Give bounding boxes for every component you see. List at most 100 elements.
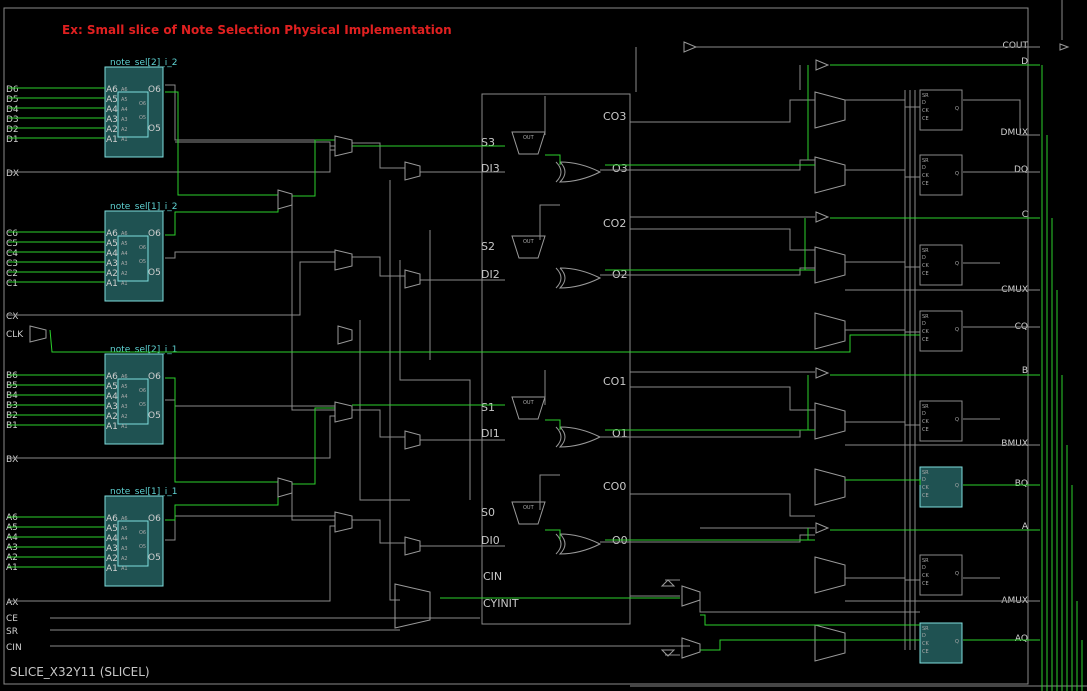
- port-b6[interactable]: B6: [6, 371, 18, 381]
- port-a[interactable]: A: [1022, 522, 1029, 532]
- output-mux[interactable]: [814, 156, 846, 194]
- flip-flop[interactable]: [919, 400, 963, 442]
- ff-pin-ck: CK: [922, 329, 929, 335]
- flip-flop[interactable]: [919, 89, 963, 131]
- flip-flop[interactable]: [919, 154, 963, 196]
- f7-mux-top[interactable]: [277, 189, 293, 210]
- b-buffer[interactable]: [815, 367, 830, 379]
- carry4-block[interactable]: [481, 93, 631, 625]
- port-d[interactable]: D: [1021, 57, 1028, 67]
- port-b3[interactable]: B3: [6, 401, 18, 411]
- port-dq[interactable]: DQ: [1014, 165, 1028, 175]
- flip-flop[interactable]: [919, 244, 963, 286]
- port-c1[interactable]: C1: [6, 279, 18, 289]
- port-ax[interactable]: AX: [6, 598, 18, 608]
- lut-output-o5: O5: [148, 124, 161, 134]
- carry-xor[interactable]: [558, 161, 602, 183]
- port-b4[interactable]: B4: [6, 391, 18, 401]
- c-buffer[interactable]: [815, 211, 830, 223]
- port-d5[interactable]: D5: [6, 95, 19, 105]
- d-buffer[interactable]: [815, 59, 830, 71]
- port-dmux[interactable]: DMUX: [1001, 128, 1028, 138]
- ff-pin-ck: CK: [922, 263, 929, 269]
- lut-mux-b[interactable]: [334, 401, 353, 423]
- port-cin[interactable]: CIN: [6, 643, 22, 653]
- flip-flop[interactable]: [919, 310, 963, 352]
- ff-pin-ce: CE: [922, 271, 929, 277]
- flip-flop[interactable]: [919, 466, 963, 508]
- output-mux[interactable]: [814, 468, 846, 506]
- port-c6[interactable]: C6: [6, 229, 18, 239]
- port-d2[interactable]: D2: [6, 125, 19, 135]
- ff-pin-ce: CE: [922, 181, 929, 187]
- carry-mux[interactable]: [511, 396, 546, 420]
- port-b1[interactable]: B1: [6, 421, 18, 431]
- carry-mux[interactable]: [511, 501, 546, 525]
- port-b5[interactable]: B5: [6, 381, 18, 391]
- flip-flop[interactable]: [919, 554, 963, 596]
- flip-flop[interactable]: [919, 622, 963, 664]
- output-mux[interactable]: [814, 402, 846, 440]
- lut-inner-pin: A6: [121, 374, 128, 380]
- port-cout[interactable]: COUT: [1003, 41, 1029, 51]
- port-cx[interactable]: CX: [6, 312, 18, 322]
- port-bmux[interactable]: BMUX: [1001, 439, 1028, 449]
- output-mux[interactable]: [814, 556, 846, 594]
- output-mux[interactable]: [814, 246, 846, 284]
- port-ce[interactable]: CE: [6, 614, 18, 624]
- lut-block[interactable]: [104, 66, 164, 158]
- carry-xor[interactable]: [558, 426, 602, 448]
- lut-mux-c[interactable]: [334, 249, 353, 271]
- port-a3[interactable]: A3: [6, 543, 18, 553]
- f7-mux-bottom[interactable]: [277, 477, 293, 498]
- port-d4[interactable]: D4: [6, 105, 19, 115]
- lut-block[interactable]: [104, 353, 164, 445]
- port-aq[interactable]: AQ: [1015, 634, 1028, 644]
- di-mux-0[interactable]: [404, 536, 421, 556]
- di-mux-1[interactable]: [404, 430, 421, 450]
- lut-block[interactable]: [104, 210, 164, 302]
- port-d6[interactable]: D6: [6, 85, 19, 95]
- port-b2[interactable]: B2: [6, 411, 18, 421]
- cout-buffer[interactable]: [683, 41, 698, 53]
- ff-pin-q: Q: [955, 327, 959, 333]
- clk-buffer[interactable]: [29, 325, 47, 343]
- a-buffer[interactable]: [815, 522, 830, 534]
- lut-mux-d[interactable]: [334, 135, 353, 157]
- port-a5[interactable]: A5: [6, 523, 18, 533]
- ce-mux[interactable]: [681, 585, 701, 607]
- port-bx[interactable]: BX: [6, 455, 18, 465]
- port-sr[interactable]: SR: [6, 627, 18, 637]
- sr-mux[interactable]: [681, 637, 701, 659]
- port-d3[interactable]: D3: [6, 115, 19, 125]
- port-c[interactable]: C: [1022, 210, 1028, 220]
- port-c2[interactable]: C2: [6, 269, 18, 279]
- port-c4[interactable]: C4: [6, 249, 18, 259]
- port-clk[interactable]: CLK: [6, 330, 24, 340]
- di-mux-2[interactable]: [404, 269, 421, 289]
- carry-xor[interactable]: [558, 267, 602, 289]
- port-a1[interactable]: A1: [6, 563, 18, 573]
- port-b[interactable]: B: [1022, 366, 1028, 376]
- port-d1[interactable]: D1: [6, 135, 19, 145]
- carry-mux[interactable]: [511, 131, 546, 155]
- port-dx[interactable]: DX: [6, 169, 19, 179]
- port-a6[interactable]: A6: [6, 513, 18, 523]
- carry-o-label: O1: [612, 427, 628, 440]
- port-bq[interactable]: BQ: [1015, 479, 1028, 489]
- carry-xor[interactable]: [558, 533, 602, 555]
- port-c5[interactable]: C5: [6, 239, 18, 249]
- output-mux[interactable]: [814, 312, 846, 350]
- lut-mux-a[interactable]: [334, 511, 353, 533]
- output-mux[interactable]: [814, 624, 846, 662]
- f8-mux[interactable]: [337, 325, 353, 345]
- port-a4[interactable]: A4: [6, 533, 18, 543]
- port-a2[interactable]: A2: [6, 553, 18, 563]
- port-c3[interactable]: C3: [6, 259, 18, 269]
- output-mux[interactable]: [814, 91, 846, 129]
- cin-mux[interactable]: [394, 583, 431, 629]
- carry-mux[interactable]: [511, 235, 546, 259]
- lut-block[interactable]: [104, 495, 164, 587]
- di-mux-3[interactable]: [404, 161, 421, 181]
